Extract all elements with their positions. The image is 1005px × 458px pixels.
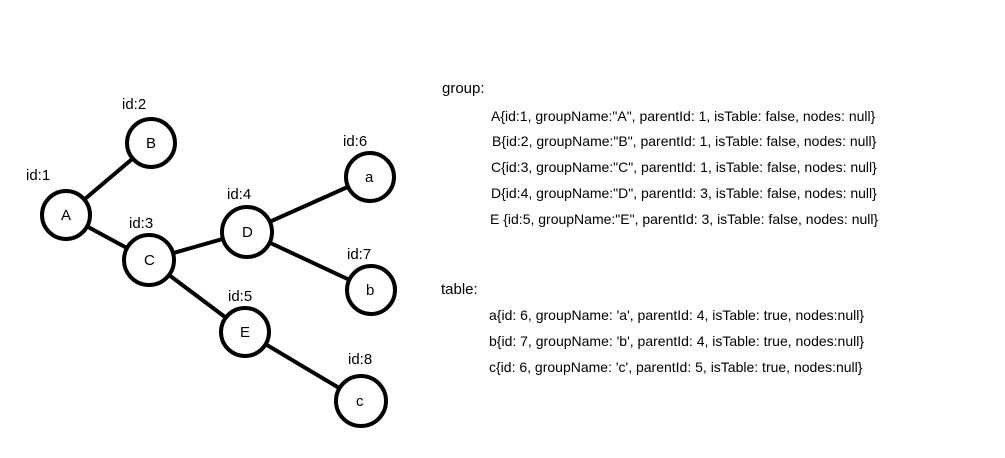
node-id-label: id:8 xyxy=(348,351,372,368)
node-circle xyxy=(219,306,271,358)
node-id-label: id:4 xyxy=(227,186,251,203)
node-circle xyxy=(122,233,176,287)
tree-node-D: Did:4 xyxy=(220,186,274,259)
node-label: A xyxy=(61,207,71,224)
group-record-line: A{id:1, groupName:"A", parentId: 1, isTa… xyxy=(491,108,876,124)
node-circle xyxy=(40,189,92,241)
node-label: c xyxy=(356,393,364,410)
group-record-line: C{id:3, groupName:"C", parentId: 1, isTa… xyxy=(491,159,877,175)
node-circle xyxy=(344,151,396,203)
node-label: C xyxy=(144,252,155,269)
group-record-line: D{id:4, groupName:"D", parentId: 3, isTa… xyxy=(491,185,877,201)
tree-node-C: Cid:3 xyxy=(122,215,176,287)
tree-node-B: Bid:2 xyxy=(122,96,177,169)
table-record-line: c{id: 6, groupName: 'c', parentId: 5, is… xyxy=(489,359,863,375)
tree-node-b: b id:7 xyxy=(345,246,397,316)
group-record-line: E {id:5, groupName:"E", parentId: 3, isT… xyxy=(490,211,879,227)
tree-node-a: a id:6 xyxy=(343,133,396,203)
table-section-title: table: xyxy=(441,281,478,298)
node-label: a xyxy=(365,169,374,186)
tree-node-c: c id:8 xyxy=(334,351,388,428)
node-id-label: id:2 xyxy=(122,96,146,113)
node-circle xyxy=(334,374,388,428)
node-label: b xyxy=(366,282,374,299)
node-label: E xyxy=(240,324,250,341)
node-circle xyxy=(220,205,274,259)
table-record-line: a{id: 6, groupName: 'a', parentId: 4, is… xyxy=(489,307,865,323)
node-id-label: id:6 xyxy=(343,133,367,150)
node-id-label: id:3 xyxy=(129,215,153,232)
tree-edges xyxy=(64,141,373,403)
node-circle xyxy=(345,264,397,316)
tree-node-E: Eid:5 xyxy=(219,288,271,358)
node-label: B xyxy=(146,135,156,152)
node-id-label: id:5 xyxy=(228,288,252,305)
group-section-title: group: xyxy=(442,80,485,97)
node-id-label: id:1 xyxy=(26,167,50,184)
group-record-line: B{id:2, groupName:"B", parentId: 1, isTa… xyxy=(492,133,877,149)
node-label: D xyxy=(242,224,253,241)
node-circle xyxy=(125,117,177,169)
tree-node-A: Aid:1 xyxy=(26,167,92,241)
table-record-line: b{id: 7, groupName: 'b', parentId: 4, is… xyxy=(489,333,865,349)
node-id-label: id:7 xyxy=(347,246,371,263)
